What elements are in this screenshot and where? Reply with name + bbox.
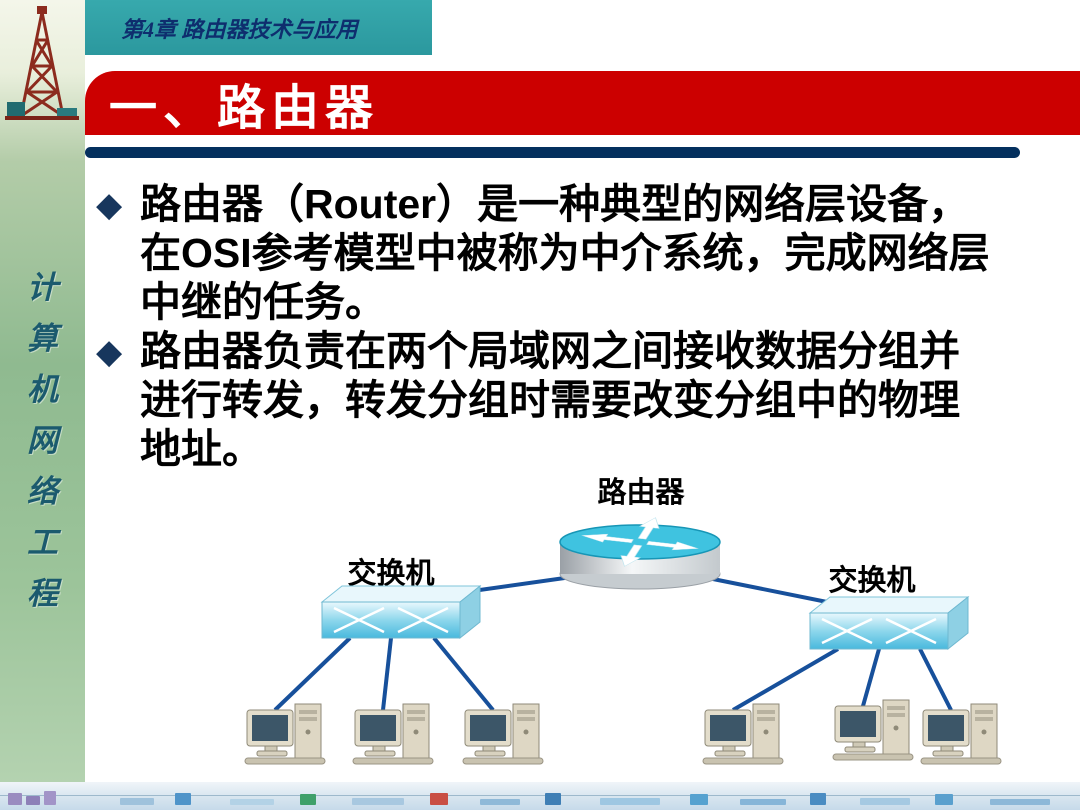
footer-art-shape	[175, 793, 191, 805]
footer-art-shape	[860, 798, 910, 805]
network-diagram: 路由器 交换机 交换机	[244, 476, 1002, 765]
switch-left-label: 交换机	[347, 556, 434, 590]
vertical-title-char: 络	[27, 474, 58, 509]
computer-icon	[832, 699, 914, 761]
footer-thumbnail-strip	[0, 782, 1080, 810]
footer-art-shape	[300, 794, 316, 805]
bullet-text: 路由器负责在两个局域网之间接收数据分组并 进行转发，转发分组时需要改变分组中的物…	[140, 327, 1062, 474]
vertical-title-char: 机	[27, 372, 58, 407]
footer-art-shape	[120, 798, 154, 805]
sidebar-vertical-title: 计 算 机 网 络 工 程	[0, 262, 85, 613]
vertical-title-char: 网	[27, 423, 58, 458]
router-icon	[559, 516, 721, 590]
vertical-title-char: 工	[27, 525, 58, 560]
footer-art-shape	[352, 798, 404, 805]
sidebar: 计 算 机 网 络 工 程	[0, 0, 85, 810]
footer-art-shape	[480, 799, 520, 805]
link-switch-pc	[918, 648, 953, 711]
bullet-line: 在OSI参考模型中被称为中介系统，完成网络层	[140, 230, 990, 276]
title-divider	[85, 147, 1020, 158]
page-title: 一、路由器	[109, 82, 380, 135]
chapter-title: 第4章 路由器技术与应用	[121, 16, 358, 42]
bullet-item: ◆ 路由器负责在两个局域网之间接收数据分组并 进行转发，转发分组时需要改变分组中…	[96, 327, 1062, 474]
link-switch-pc	[861, 648, 881, 707]
vertical-title-char: 计	[27, 270, 58, 305]
vertical-title-char: 程	[27, 576, 58, 611]
bullet-line: 路由器负责在两个局域网之间接收数据分组并	[140, 328, 960, 374]
switch-right-icon	[808, 595, 970, 651]
chapter-bar: 第4章 路由器技术与应用	[85, 0, 432, 55]
bullet-line: 路由器（Router）是一种典型的网络层设备，	[140, 181, 970, 227]
footer-art-shape	[545, 793, 561, 805]
link-switch-pc	[381, 637, 393, 711]
switch-right-label: 交换机	[828, 563, 915, 597]
footer-art-shape	[935, 794, 953, 805]
vertical-title-char: 算	[27, 321, 58, 356]
bullet-text: 路由器（Router）是一种典型的网络层设备， 在OSI参考模型中被称为中介系统…	[140, 180, 1062, 327]
router-label: 路由器	[597, 476, 685, 509]
computer-icon	[244, 703, 326, 765]
bullet-line: 地址。	[140, 426, 263, 472]
link-switch-pc	[432, 636, 495, 712]
bullet-item: ◆ 路由器（Router）是一种典型的网络层设备， 在OSI参考模型中被称为中介…	[96, 180, 1062, 327]
footer-art-shape	[430, 793, 448, 805]
footer-art-shape	[230, 799, 274, 805]
content: ◆ 路由器（Router）是一种典型的网络层设备， 在OSI参考模型中被称为中介…	[96, 180, 1062, 474]
footer-art-shape	[26, 796, 40, 805]
footer-art-shape	[990, 799, 1050, 805]
footer-art-shape	[740, 799, 786, 805]
switch-left-icon	[320, 584, 482, 640]
link-switch-pc	[731, 647, 840, 712]
footer-art-shape	[44, 791, 56, 805]
computer-icon	[462, 703, 544, 765]
title-banner: 一、路由器	[85, 71, 1080, 135]
footer-art-shape	[8, 793, 22, 805]
link-switch-pc	[273, 636, 352, 712]
computer-icon	[352, 703, 434, 765]
computer-icon	[702, 703, 784, 765]
bullet-line: 进行转发，转发分组时需要改变分组中的物理	[140, 377, 960, 423]
oil-derrick-logo-icon	[5, 6, 79, 120]
computer-icon	[920, 703, 1002, 765]
footer-art-shape	[690, 794, 708, 805]
bullet-diamond-icon: ◆	[96, 186, 123, 224]
footer-art-shape	[600, 798, 660, 805]
bullet-line: 中继的任务。	[140, 279, 386, 325]
footer-art-shape	[810, 793, 826, 805]
bullet-diamond-icon: ◆	[96, 333, 123, 371]
